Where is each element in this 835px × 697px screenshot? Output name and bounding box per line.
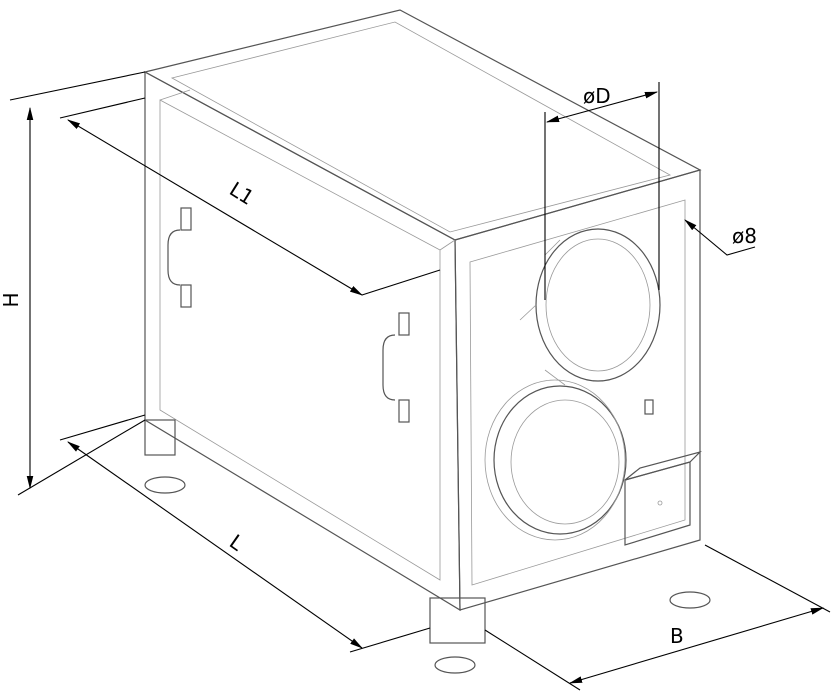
dimension-b: B — [484, 544, 831, 691]
dimension-l: L — [59, 414, 431, 653]
label-l: L — [225, 529, 249, 556]
dimension-h: H — [0, 71, 146, 496]
handles — [167, 207, 410, 423]
supply-duct — [519, 228, 661, 386]
dimension-o8: ø8 — [684, 219, 757, 256]
label-l1: L1 — [225, 177, 258, 210]
label-o8: ø8 — [732, 224, 757, 248]
dimension-l1: L1 — [59, 97, 441, 296]
front-panel — [469, 199, 686, 586]
dimension-od: øD — [544, 82, 660, 300]
label-b: B — [670, 624, 684, 648]
label-od: øD — [583, 84, 611, 108]
label-h: H — [0, 292, 23, 307]
side-panel — [159, 99, 441, 581]
unit-body — [143, 9, 702, 612]
front-face — [454, 169, 701, 611]
top-face — [143, 9, 702, 241]
control-box — [624, 399, 703, 546]
extract-duct — [484, 379, 627, 541]
